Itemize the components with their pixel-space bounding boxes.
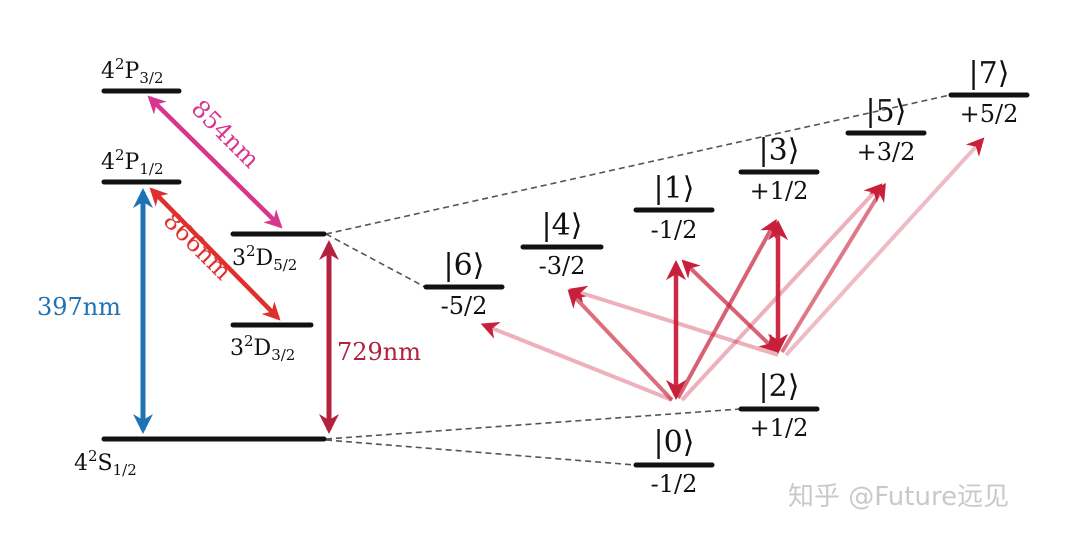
sublevel-7: |7⟩ +5/2 <box>948 56 1030 128</box>
label-854nm: 854nm <box>186 94 265 173</box>
arrow-866nm <box>149 187 281 321</box>
dashed-line-s12-upper <box>325 408 741 440</box>
mj-4: -3/2 <box>539 252 586 280</box>
dashed-line-d52-lower <box>325 233 426 288</box>
ket-6: |6⟩ <box>444 248 485 283</box>
label-866nm: 866nm <box>158 206 237 285</box>
label-d52: 32D5/2 <box>232 242 297 274</box>
label-729nm: 729nm <box>337 338 421 366</box>
mj-5: +3/2 <box>857 138 916 166</box>
sublevel-5: |5⟩ +3/2 <box>845 94 927 166</box>
dashed-line-s12-lower <box>325 439 636 466</box>
label-397nm: 397nm <box>37 293 121 321</box>
watermark: 知乎 @Future远见 <box>788 482 1009 512</box>
arrow-0-to-5 <box>680 183 883 402</box>
ket-1: |1⟩ <box>654 171 695 206</box>
dashed-line-d52-upper <box>325 94 951 235</box>
label-p12: 42P1/2 <box>101 146 164 178</box>
label-d32: 32D3/2 <box>230 332 295 364</box>
label-s12: 42S1/2 <box>74 447 137 479</box>
ket-0: |0⟩ <box>654 425 695 460</box>
mj-7: +5/2 <box>960 100 1019 128</box>
sublevel-3: |3⟩ +1/2 <box>738 133 820 205</box>
sublevel-2: |2⟩ +1/2 <box>738 369 820 442</box>
mj-1: -1/2 <box>651 216 698 244</box>
arrow-0-to-4 <box>567 289 674 402</box>
mj-0: -1/2 <box>651 470 698 498</box>
ket-5: |5⟩ <box>866 94 907 129</box>
ket-3: |3⟩ <box>759 133 800 168</box>
qubit-transitions <box>480 137 985 402</box>
sublevel-6: |6⟩ -5/2 <box>423 248 505 320</box>
zeeman-connectors <box>325 94 951 466</box>
sublevel-0: |0⟩ -1/2 <box>633 425 715 498</box>
arrow-2-to-7 <box>784 137 985 357</box>
ket-2: |2⟩ <box>759 369 800 404</box>
mj-6: -5/2 <box>441 292 488 320</box>
arrow-0-to-3 <box>676 218 777 399</box>
mj-3: +1/2 <box>750 177 809 205</box>
sublevel-1: |1⟩ -1/2 <box>633 171 715 244</box>
sublevel-4: |4⟩ -3/2 <box>520 208 604 280</box>
ket-7: |7⟩ <box>969 56 1010 91</box>
label-p32: 42P3/2 <box>101 55 164 87</box>
arrow-2-to-5 <box>780 182 886 354</box>
arrow-0-to-6 <box>480 321 673 402</box>
mj-2: +1/2 <box>750 414 809 442</box>
ket-4: |4⟩ <box>542 208 583 243</box>
